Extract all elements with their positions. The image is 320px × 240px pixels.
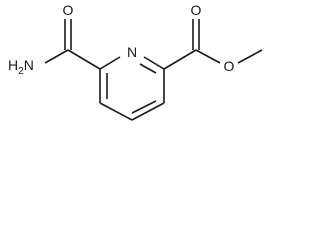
amide-nitrogen-n: N [24, 57, 34, 73]
ester-carbonyl-oxygen-label: O [191, 2, 202, 18]
ring-nitrogen-label: N [127, 44, 137, 60]
bond-amide-carbon-nitrogen [44, 49, 69, 64]
bond-c2-n1 [99, 56, 121, 70]
bond-c2-amide-carbon [67, 49, 101, 70]
bond-n1-c6 [143, 56, 165, 70]
amide-nitrogen-h: H [8, 57, 18, 73]
bond-c5-c4 [131, 102, 165, 121]
chemical-structure-diagram: N O H2N O O [8, 2, 263, 121]
bond-c5-c4-inner [131, 100, 157, 114]
bond-n1-c6-inner [139, 63, 157, 74]
bond-ester-carbon-ether-oxygen [195, 49, 221, 64]
bond-ether-oxygen-methyl [237, 49, 263, 64]
bond-c4-c3 [99, 102, 133, 121]
amide-oxygen-label: O [63, 2, 74, 18]
amide-group [44, 19, 101, 70]
ester-ether-oxygen-label: O [224, 58, 235, 74]
pyridine-ring [99, 56, 165, 121]
amide-nitrogen-label: H2N [8, 57, 34, 77]
ester-group [163, 19, 263, 70]
amide-nitrogen-subscript: 2 [18, 66, 24, 77]
bond-c6-ester-carbon [163, 49, 197, 70]
